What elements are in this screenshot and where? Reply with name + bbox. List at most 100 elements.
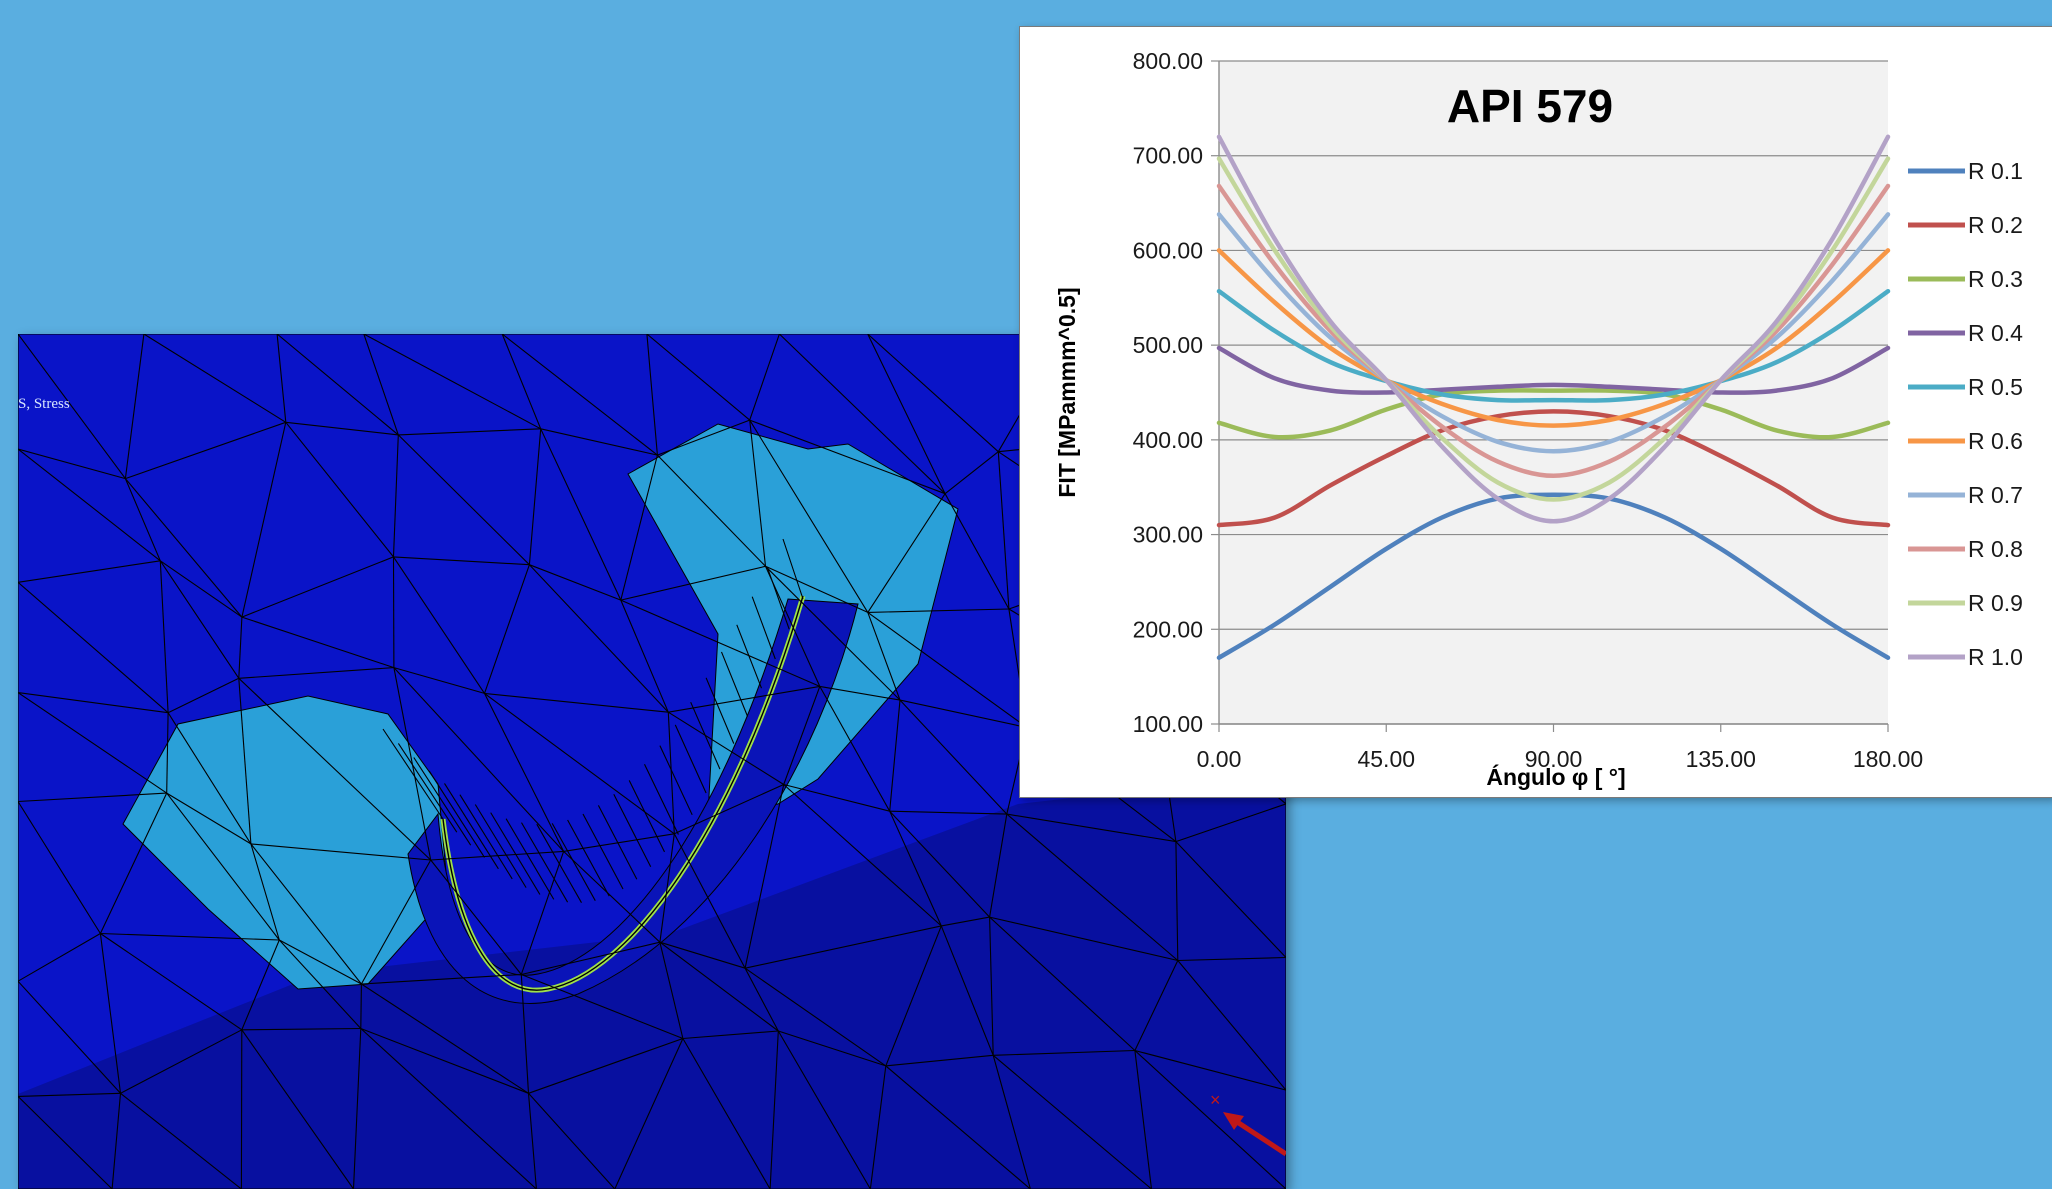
- mesh-edge: [744, 967, 887, 1067]
- series-line-r-0-3: [1216, 388, 1891, 440]
- mesh-edge: [992, 1055, 1031, 1189]
- mesh-edge: [484, 693, 565, 852]
- mesh-edge: [124, 478, 161, 562]
- mesh-edge-fine: [567, 819, 610, 897]
- legend-label: R 0.3: [1968, 266, 2023, 292]
- mesh-edge: [659, 833, 675, 943]
- mesh-edge: [783, 686, 821, 785]
- series-lines: [1216, 134, 1891, 660]
- mesh-edge: [393, 667, 565, 852]
- y-tick-label: 400.00: [1133, 427, 1203, 453]
- mesh-edge: [783, 784, 942, 927]
- mesh-edge: [241, 1027, 361, 1031]
- mesh-edge: [659, 941, 779, 1032]
- mesh-edge: [659, 942, 684, 1039]
- mesh-edge: [646, 334, 658, 456]
- mesh-edge: [18, 692, 169, 714]
- mesh-edge: [238, 677, 432, 861]
- mesh-edge: [238, 667, 394, 679]
- mesh-edge: [1177, 956, 1286, 962]
- mesh-edge: [529, 564, 621, 601]
- mesh-edge: [484, 692, 669, 713]
- mesh-edge: [159, 560, 240, 679]
- mesh-edge: [673, 833, 746, 969]
- mesh-edge: [166, 792, 280, 941]
- legend-label: R 0.4: [1968, 320, 2023, 346]
- mesh-edge: [120, 1092, 242, 1189]
- mesh-edge: [250, 843, 280, 941]
- mesh-edge-fine: [490, 812, 541, 895]
- mesh-edge: [393, 556, 530, 566]
- mesh-edge: [241, 939, 280, 1031]
- mesh-edge: [363, 334, 541, 430]
- mesh-edge: [989, 814, 1008, 918]
- mesh-edge: [120, 1029, 243, 1094]
- mesh-edge: [393, 556, 485, 694]
- mesh-edge: [667, 712, 675, 834]
- mesh-edge: [867, 334, 999, 453]
- y-tick-label: 800.00: [1133, 48, 1203, 74]
- y-tick-label: 700.00: [1133, 143, 1203, 169]
- mesh-edge: [668, 711, 784, 785]
- mesh-edge: [819, 685, 901, 701]
- mesh-edge: [276, 334, 399, 436]
- mesh-edge: [392, 434, 399, 557]
- mesh-edge: [540, 428, 622, 601]
- mesh-edge: [1134, 1050, 1286, 1189]
- mesh-edge: [501, 334, 658, 456]
- mesh-edge: [889, 700, 901, 812]
- mesh-edge: [899, 699, 1008, 815]
- mesh-edge: [1134, 960, 1179, 1051]
- mesh-edge: [620, 599, 821, 687]
- mesh-edge: [682, 1038, 771, 1189]
- mesh-edge: [869, 1065, 887, 1189]
- mesh-edge-fine: [705, 677, 735, 744]
- mesh-edge: [100, 933, 243, 1031]
- mesh-edge: [360, 983, 362, 1029]
- mesh-edge: [744, 925, 942, 969]
- y-axis-label: FIT [MPammm^0.5]: [1054, 287, 1080, 497]
- mesh-edge: [250, 843, 362, 985]
- mesh-edge: [285, 421, 394, 558]
- mesh-edge-fine: [536, 823, 582, 903]
- mesh-edge: [620, 454, 658, 601]
- mesh-edge-fine: [751, 596, 776, 660]
- mesh-edge: [528, 428, 542, 565]
- mesh-edge: [885, 1065, 1031, 1189]
- mesh-edge: [18, 334, 126, 479]
- mesh-edge: [659, 941, 746, 969]
- mesh-edge: [285, 421, 399, 436]
- fea-groove-shadow: [18, 774, 1286, 1189]
- mesh-edge: [528, 1092, 616, 1189]
- mesh-edge-fine: [444, 783, 499, 870]
- fea-patch-left: [122, 695, 449, 990]
- x-tick-label: 135.00: [1686, 746, 1756, 772]
- mesh-edge: [352, 1028, 362, 1189]
- mesh-edge: [777, 1030, 871, 1189]
- mesh-edge: [997, 451, 1010, 610]
- mesh-edge: [18, 448, 126, 480]
- mesh-edge: [563, 850, 661, 943]
- mesh-edge: [889, 810, 1007, 815]
- legend-label: R 0.9: [1968, 590, 2023, 616]
- mesh-edge: [1006, 813, 1176, 843]
- mesh-edge-fine: [674, 724, 707, 794]
- mesh-edge-fine: [413, 757, 472, 846]
- mesh-edge: [1175, 841, 1286, 958]
- mesh-edge: [540, 428, 658, 456]
- x-tick-label: 45.00: [1357, 746, 1415, 772]
- mesh-edge: [646, 334, 751, 421]
- mesh-edge: [941, 916, 990, 927]
- mesh-edge: [276, 334, 287, 423]
- mesh-edge: [250, 843, 431, 861]
- mesh-edge: [749, 334, 780, 421]
- mesh-edge: [278, 939, 362, 1029]
- mesh-edge: [430, 859, 522, 975]
- mesh-edge: [18, 692, 168, 794]
- mesh-edge: [1175, 803, 1286, 843]
- series-line-r-0-9: [1216, 156, 1891, 502]
- mesh-edge: [749, 420, 767, 567]
- x-tick-label: 90.00: [1525, 746, 1583, 772]
- mesh-edge: [361, 973, 522, 985]
- mesh-edge: [620, 565, 766, 601]
